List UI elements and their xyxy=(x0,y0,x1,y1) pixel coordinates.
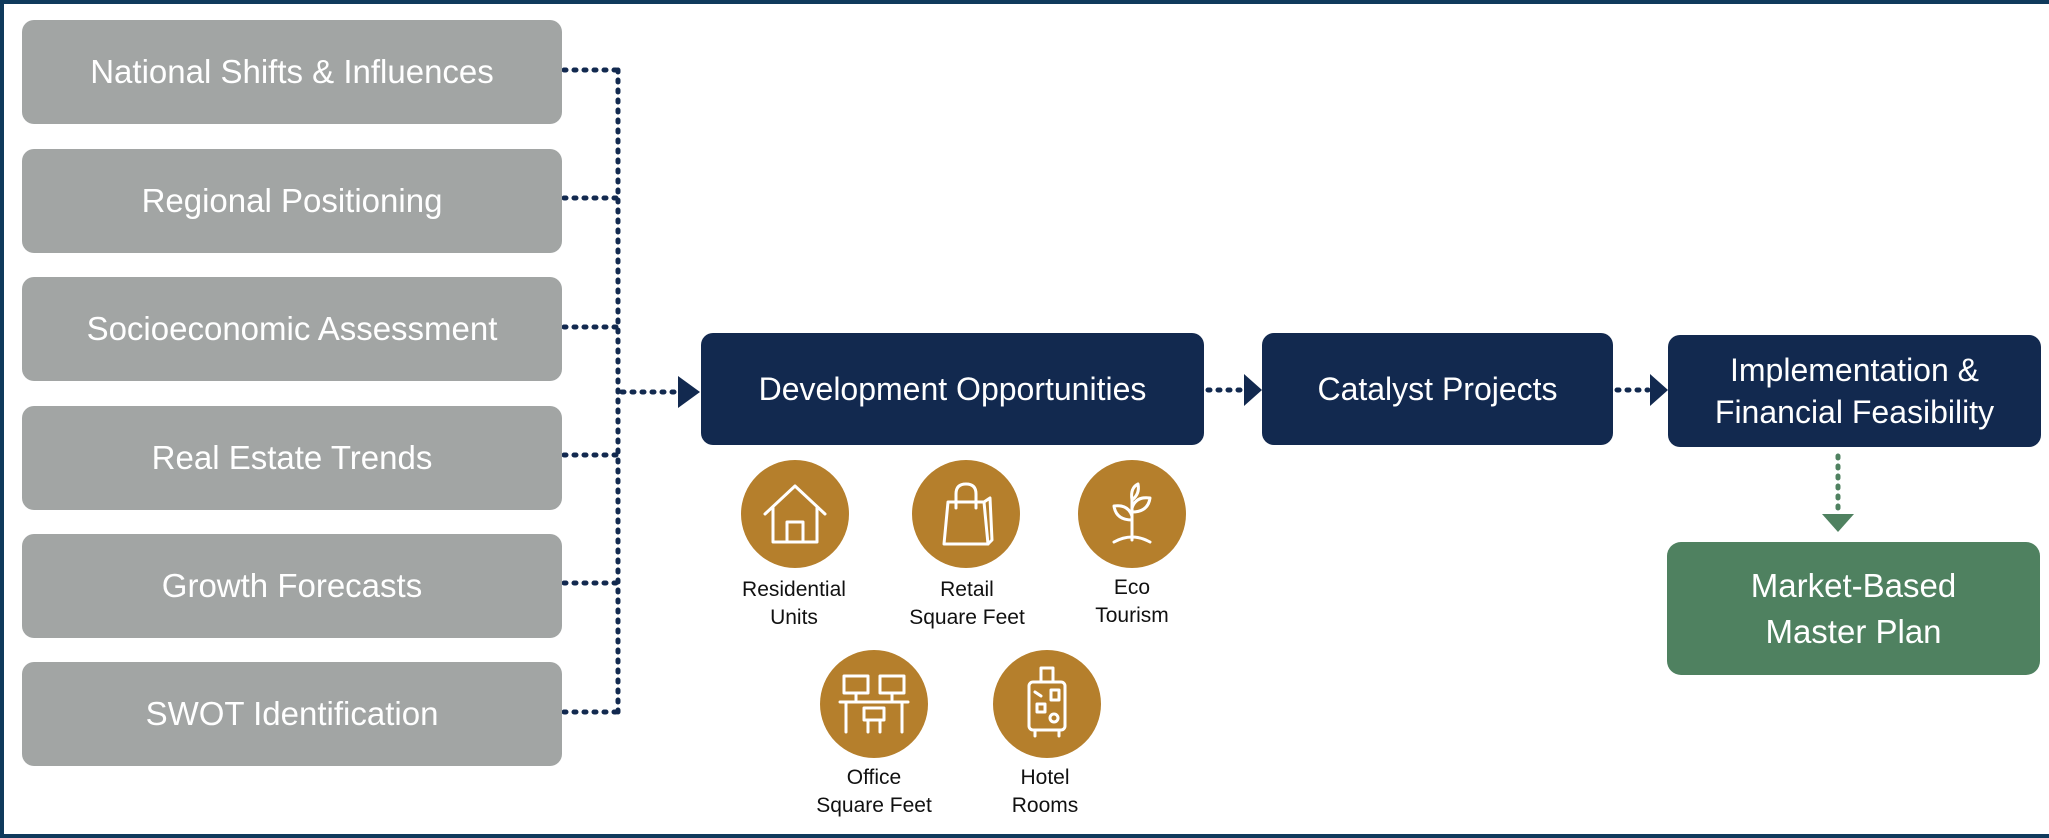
plant-icon xyxy=(1078,460,1186,568)
input-box-national-shifts: National Shifts & Influences xyxy=(22,20,562,124)
opportunity-label-hotel: Hotel Rooms xyxy=(1011,766,1079,817)
input-label: SWOT Identification xyxy=(145,695,439,732)
input-box-socioeconomic-assessment: Socioeconomic Assessment xyxy=(22,277,562,381)
input-label: National Shifts & Influences xyxy=(90,53,494,90)
catalyst-projects-label: Catalyst Projects xyxy=(1317,371,1558,407)
luggage-icon xyxy=(993,650,1101,758)
office-desk-icon xyxy=(820,650,928,758)
implementation-label-line1: Implementation & xyxy=(1729,352,1979,388)
shopping-bag-icon xyxy=(912,460,1020,568)
catalyst-projects-box: Catalyst Projects xyxy=(1262,333,1613,445)
master-plan-label-line2: Master Plan xyxy=(1765,612,1942,650)
input-box-regional-positioning: Regional Positioning xyxy=(22,149,562,253)
input-box-growth-forecasts: Growth Forecasts xyxy=(22,534,562,638)
arrowhead-master-plan xyxy=(1822,514,1854,532)
implementation-box: Implementation & Financial Feasibility xyxy=(1668,335,2041,447)
opportunity-label-retail: Retail Square Feet xyxy=(909,578,1025,629)
opportunity-label-eco-tourism: Eco Tourism xyxy=(1095,576,1169,627)
arrowhead-development xyxy=(678,376,700,408)
input-label: Socioeconomic Assessment xyxy=(86,310,498,347)
input-label: Real Estate Trends xyxy=(151,439,433,476)
development-opportunities-box: Development Opportunities xyxy=(701,333,1204,445)
implementation-label-line2: Financial Feasibility xyxy=(1714,394,1995,430)
house-icon xyxy=(741,460,849,568)
input-label: Regional Positioning xyxy=(141,182,443,219)
master-plan-label-line1: Market-Based xyxy=(1750,566,1957,604)
master-plan-box: Market-Based Master Plan xyxy=(1667,542,2040,675)
input-label: Growth Forecasts xyxy=(161,567,423,604)
opportunity-label-residential: Residential Units xyxy=(742,578,846,629)
input-box-swot-identification: SWOT Identification xyxy=(22,662,562,766)
arrowhead-implementation xyxy=(1650,374,1668,406)
arrowhead-catalyst xyxy=(1244,374,1262,406)
input-box-real-estate-trends: Real Estate Trends xyxy=(22,406,562,510)
development-opportunities-label: Development Opportunities xyxy=(758,371,1147,407)
opportunity-label-office: Office Square Feet xyxy=(816,766,932,817)
